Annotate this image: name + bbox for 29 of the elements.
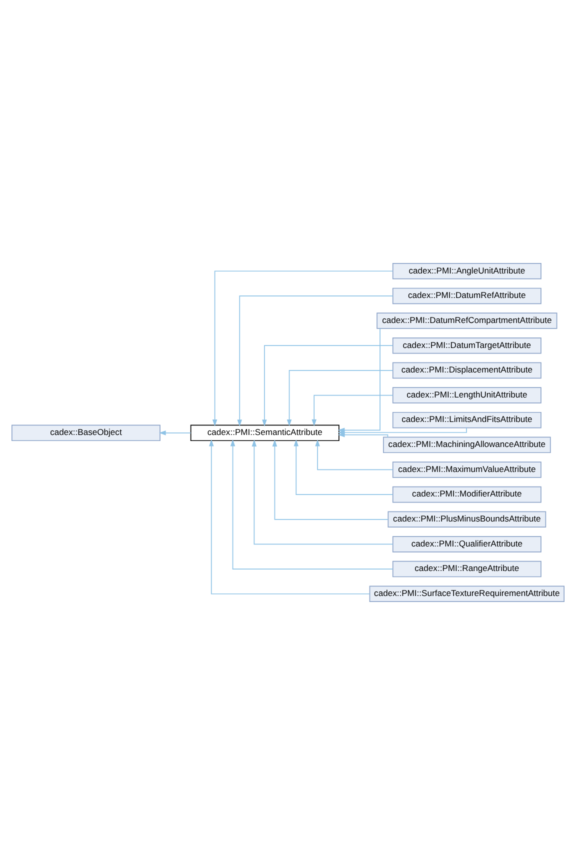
node-box: cadex::BaseObject: [11, 424, 160, 441]
arrow: [338, 432, 388, 438]
node-box: cadex::PMI::SurfaceTextureRequirementAttribute: [369, 585, 565, 602]
arrow: [294, 438, 394, 494]
node-box: cadex::PMI::PlusMinusBoundsAttribute: [388, 510, 546, 528]
arrow: [286, 370, 394, 426]
arrow: [315, 438, 394, 470]
arrow: [158, 430, 192, 435]
node-box: cadex::PMI::DatumRefCompartmentAttribute: [376, 312, 558, 328]
arrow: [252, 439, 394, 544]
node-box: cadex::PMI::MaximumValueAttribute: [392, 461, 542, 478]
arrow: [212, 270, 394, 426]
arrow: [262, 344, 394, 426]
node-box: cadex::PMI::ModifierAttribute: [392, 486, 542, 502]
node-box: cadex::PMI::DisplacementAttribute: [392, 362, 542, 378]
arrow: [237, 295, 394, 426]
arrow: [272, 439, 388, 520]
arrow: [230, 438, 394, 569]
node-box: cadex::PMI::QualifierAttribute: [392, 536, 542, 552]
arrow: [312, 394, 394, 426]
arrow: [208, 438, 370, 594]
node-box: cadex::PMI::DatumTargetAttribute: [392, 336, 542, 354]
node-box: cadex::PMI::AngleUnitAttribute: [392, 262, 542, 279]
node-box: cadex::PMI::SemanticAttribute: [190, 424, 340, 441]
node-box: cadex::PMI::RangeAttribute: [392, 560, 542, 577]
node-box: cadex::PMI::LimitsAndFitsAttribute: [392, 411, 542, 428]
node-box: cadex::PMI::DatumRefAttribute: [392, 287, 542, 304]
node-box: cadex::PMI::MachiningAllowanceAttribute: [383, 436, 551, 453]
node-box: cadex::PMI::LengthUnitAttribute: [392, 386, 542, 403]
